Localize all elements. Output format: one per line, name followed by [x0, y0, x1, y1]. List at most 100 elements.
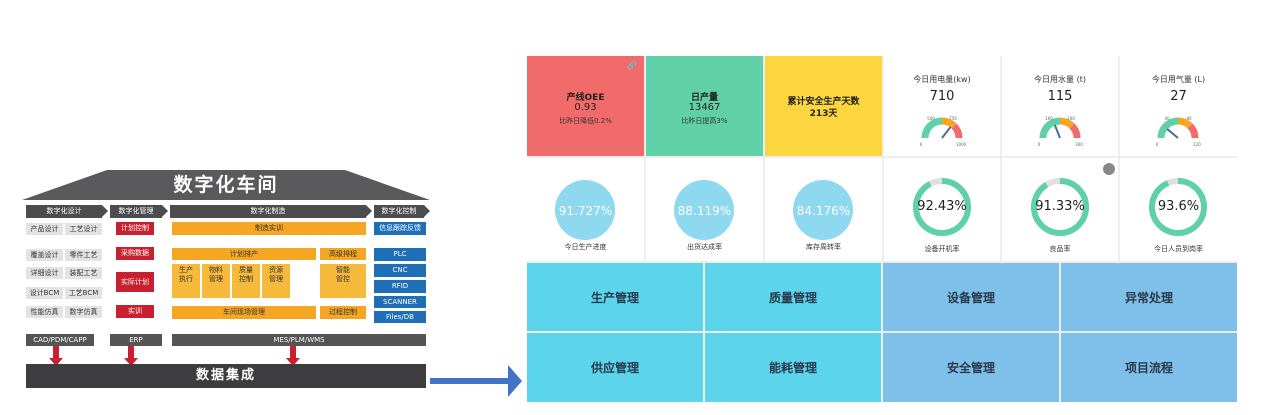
system-bar: CAD/PDM/CAPP: [26, 334, 94, 346]
management-item: 实际计划: [116, 272, 154, 292]
down-arrow-head: [124, 358, 138, 366]
fill-circle: [793, 180, 853, 240]
gauge-tick-label: 500: [927, 116, 935, 121]
control-item: SCANNER: [374, 296, 426, 308]
kpi-tile-safety[interactable]: 累计安全生产天数 213天: [765, 56, 882, 156]
data-integration-base: 数据集成: [26, 364, 426, 388]
manufacturing-cell: 生产 执行: [172, 264, 200, 298]
ring-label: 今日人员到岗率: [1154, 245, 1203, 253]
fill-tile-shipment[interactable]: 88.119% 出货达成率: [646, 158, 763, 261]
nav-production[interactable]: 生产管理: [527, 263, 703, 331]
nav-project[interactable]: 项目流程: [1061, 333, 1237, 402]
roof: [22, 170, 430, 200]
fill-value: 88.119%: [677, 204, 732, 218]
kpi-tile-output[interactable]: 日产量 13467 比昨日提高3%: [646, 56, 763, 156]
control-item: CNC: [374, 264, 426, 277]
nav-safety[interactable]: 安全管理: [883, 333, 1059, 402]
dashboard: 产线OEE 0.93 比昨日降低0.2% 🔗 日产量 13467 比昨日提高3%…: [527, 56, 1237, 402]
design-item: 设计BCM: [26, 287, 63, 299]
column-header-manufacturing: 数字化制造: [170, 205, 372, 218]
manufacturing-plan: 计划排产: [172, 248, 316, 260]
transition-arrow-head: [508, 365, 522, 397]
fill-tile-progress[interactable]: 91.727% 今日生产进度: [527, 158, 644, 261]
ring-tile-quality[interactable]: 91.33% 良品率: [1002, 158, 1118, 261]
ring-progress: [913, 178, 971, 236]
manufacturing-top: 制造实训: [172, 222, 366, 235]
ring-progress: [1031, 178, 1089, 236]
design-item: 产品设计: [26, 223, 63, 235]
gauge-title: 今日用电量(kw): [913, 75, 971, 84]
gauge-band: [1187, 123, 1199, 139]
kpi-title: 日产量: [690, 93, 718, 103]
fill-tile-inventory[interactable]: 84.176% 库存周转率: [765, 158, 882, 261]
gauge-tick-label: 300: [1075, 142, 1083, 147]
gauge-tick-label: 40: [1164, 116, 1170, 121]
design-item: 工艺设计: [65, 223, 102, 235]
kpi-sub: 比昨日提高3%: [681, 117, 728, 125]
kpi-title: 产线OEE: [566, 93, 605, 103]
nav-supply[interactable]: 供应管理: [527, 333, 703, 402]
kpi-tile-oee[interactable]: 产线OEE 0.93 比昨日降低0.2% 🔗: [527, 56, 644, 156]
nav-equipment[interactable]: 设备管理: [883, 263, 1059, 331]
kpi-title: 累计安全生产天数: [787, 97, 860, 107]
architecture-diagram: 数字化车间 数字化设计 数字化管理 数字化制造 数字化控制 产品设计 工艺设计 …: [22, 160, 430, 392]
architecture-title: 数字化车间: [173, 174, 279, 196]
control-item: 信息跟踪反馈: [374, 222, 426, 235]
design-item: 数字仿真: [65, 306, 102, 318]
gauge-needle: [1053, 124, 1061, 139]
nav-quality[interactable]: 质量管理: [705, 263, 881, 331]
down-arrow: [128, 346, 134, 358]
gauge-value: 27: [1170, 89, 1187, 104]
fill-value: 91.727%: [558, 204, 613, 218]
ring-tile-attendance[interactable]: 93.6% 今日人员到岗率: [1120, 158, 1237, 261]
design-item: 工艺BCM: [65, 287, 102, 299]
gauge-needle: [1166, 128, 1179, 139]
design-item: 装配工艺: [65, 267, 102, 279]
gauge-title: 今日用气量 (L): [1151, 75, 1206, 84]
manufacturing-cell: 资源 管理: [262, 264, 290, 298]
gauge-tick-label: 100: [1045, 116, 1053, 121]
ring-value: 91.33%: [1035, 199, 1085, 214]
nav-energy[interactable]: 能耗管理: [705, 333, 881, 402]
column-header-control: 数字化控制: [374, 205, 430, 218]
manufacturing-cell: 智能 管控: [320, 264, 366, 298]
kpi-value: 0.93: [574, 102, 597, 113]
gauge-tick-label: 1000: [956, 142, 967, 147]
column-header-design: 数字化设计: [26, 205, 108, 218]
fill-circle: [555, 180, 615, 240]
nav-exception[interactable]: 异常处理: [1061, 263, 1237, 331]
fill-label: 库存周转率: [806, 243, 841, 251]
design-item: 零件工艺: [65, 249, 102, 261]
ring-label: 设备开机率: [924, 245, 960, 253]
management-item: 采购数据: [116, 247, 154, 260]
down-arrow: [290, 346, 296, 358]
gauge-tick-label: 0: [1156, 142, 1159, 147]
control-item: RFID: [374, 280, 426, 293]
management-item: 计划控制: [116, 222, 154, 235]
gauge-band: [1177, 117, 1193, 129]
fill-circle: [674, 180, 734, 240]
gauge-value: 710: [929, 89, 955, 104]
column-header-management: 数字化管理: [110, 205, 168, 218]
manufacturing-cell: 物料 管理: [202, 264, 230, 298]
gauge-band: [921, 117, 943, 139]
ring-value: 93.6%: [1157, 199, 1200, 214]
design-item: 性能仿真: [26, 306, 63, 318]
link-icon[interactable]: 🔗: [627, 61, 637, 70]
down-arrow: [53, 346, 59, 358]
system-bar: MES/PLM/WMS: [172, 334, 426, 346]
kpi-sub: 比昨日降低0.2%: [559, 117, 612, 125]
ring-tile-equipment[interactable]: 92.43% 设备开机率: [884, 158, 1000, 261]
kpi-value: 13467: [688, 102, 721, 113]
gauge-value: 115: [1047, 89, 1073, 104]
gauge-band: [1069, 123, 1081, 139]
gauge-title: 今日用水量 (t): [1034, 75, 1086, 84]
gauge-tick-label: 750: [949, 116, 957, 121]
manufacturing-side-top: 高级排程: [320, 248, 366, 260]
close-icon[interactable]: [1103, 163, 1115, 175]
gauge-tick-label: 120: [1193, 142, 1201, 147]
